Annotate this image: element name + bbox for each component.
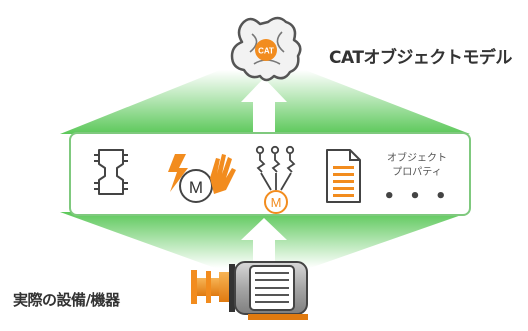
object-properties-label: オブジェクト プロパティ bbox=[382, 152, 452, 180]
motor-fault-letter: M bbox=[189, 178, 203, 197]
chip-icon bbox=[94, 149, 128, 195]
ellipsis-dots: • • • bbox=[383, 186, 451, 207]
document-icon bbox=[326, 149, 361, 203]
cat-logo-text: CAT bbox=[258, 47, 274, 56]
cat-logo-icon: CAT bbox=[230, 16, 302, 82]
motor-fault-icon: M bbox=[168, 154, 236, 203]
properties-line-2: プロパティ bbox=[392, 167, 442, 178]
arrow-up-top bbox=[241, 78, 287, 136]
object-model-label: CATオブジェクトモデル bbox=[329, 48, 512, 68]
motor-equipment-icon bbox=[191, 261, 308, 320]
motor-tree-letter: M bbox=[271, 195, 282, 210]
motor-tree-icon: M bbox=[255, 145, 296, 214]
object-panel bbox=[69, 132, 471, 216]
properties-line-1: オブジェクト bbox=[387, 153, 447, 164]
real-equipment-label: 実際の設備/機器 bbox=[13, 291, 120, 309]
